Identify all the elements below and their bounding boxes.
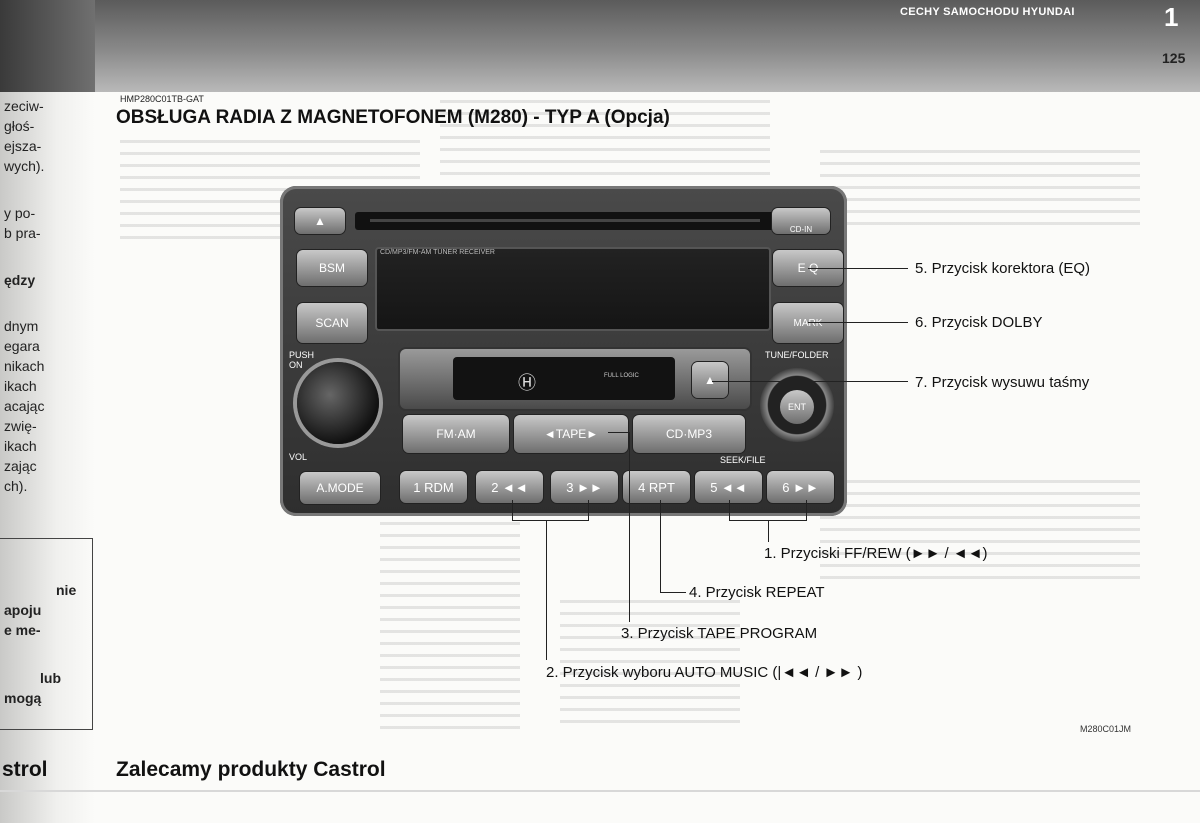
ghost-text-block: [820, 150, 1140, 230]
left-note-box: [0, 538, 93, 730]
hyundai-logo-icon: Ⓗ: [518, 373, 536, 393]
fm-am-button[interactable]: FM·AM: [403, 415, 509, 453]
callout-line-eject: [712, 381, 908, 382]
callout-line-repeat: [660, 500, 661, 592]
display-label: CD/MP3/FM-AM TUNER RECEIVER: [380, 249, 495, 256]
callout-bracket-ffrew: [729, 500, 730, 520]
callout-line-tape: [608, 432, 630, 433]
preset-6-button[interactable]: 6 ►►: [767, 471, 834, 503]
callout-bracket-automusic: [588, 500, 589, 520]
left-text-line: ędzy: [4, 272, 36, 288]
left-text-line: acając: [4, 398, 45, 414]
callout-line-ffrew: [768, 520, 769, 542]
bsm-button[interactable]: BSM: [297, 250, 367, 286]
volume-knob[interactable]: [297, 362, 379, 444]
left-bottom-heading: strol: [2, 758, 48, 781]
left-text-line: y po-: [4, 205, 36, 221]
left-text-line: dnym: [4, 318, 39, 334]
preset-2-button[interactable]: 2 ◄◄: [476, 471, 543, 503]
left-text-line: zwię-: [4, 418, 37, 434]
left-text-line: ch).: [4, 478, 28, 494]
callout-dolby: 6. Przycisk DOLBY: [915, 314, 1043, 331]
ent-button[interactable]: ENT: [780, 390, 814, 424]
left-text-line: ikach: [4, 378, 37, 394]
callout-auto-music: 2. Przycisk wyboru AUTO MUSIC (|◄◄ / ►► …: [546, 664, 863, 681]
left-text-line: zając: [4, 458, 37, 474]
preset-5-button[interactable]: 5 ◄◄: [695, 471, 762, 503]
header-band: [0, 0, 1200, 92]
ghost-text-block: [380, 510, 520, 730]
left-box-line: e me-: [4, 622, 41, 638]
a-mode-button[interactable]: A.MODE: [300, 472, 380, 504]
callout-line-automusic: [546, 520, 547, 660]
mark-button[interactable]: MARK: [773, 303, 843, 343]
tape-button[interactable]: ◄TAPE►: [514, 415, 628, 453]
push-on-label: PUSH ON: [289, 350, 315, 370]
callout-bracket-automusic: [512, 500, 513, 520]
page-title: OBSŁUGA RADIA Z MAGNETOFONEM (M280) - TY…: [116, 107, 670, 128]
callout-line-tape: [629, 432, 630, 622]
callout-tape-eject: 7. Przycisk wysuwu taśmy: [915, 374, 1090, 391]
preset-4-button[interactable]: 4 RPT: [623, 471, 690, 503]
page-number: 125: [1162, 50, 1186, 66]
preset-3-button[interactable]: 3 ►►: [551, 471, 618, 503]
left-page-edge: [0, 0, 95, 823]
preset-1-button[interactable]: 1 RDM: [400, 471, 467, 503]
tape-eject-button[interactable]: ▲: [692, 362, 728, 398]
ghost-text-block: [440, 100, 770, 180]
figure-code: M280C01JM: [1080, 724, 1132, 734]
callout-line-repeat: [660, 592, 686, 593]
left-box-line: apoju: [4, 602, 42, 618]
left-page-header: [0, 0, 95, 92]
doc-code: HMP280C01TB-GAT: [120, 94, 204, 104]
chapter-number: 1: [1164, 2, 1179, 32]
ghost-text-block: [820, 480, 1140, 580]
left-text-line: ejsza-: [4, 138, 42, 154]
castrol-heading: Zalecamy produkty Castrol: [116, 758, 386, 781]
seek-file-label: SEEK/FILE: [720, 455, 766, 465]
callout-tape-program: 3. Przycisk TAPE PROGRAM: [621, 625, 818, 642]
left-text-line: zeciw-: [4, 98, 44, 114]
left-text-line: wych).: [4, 158, 45, 174]
left-box-line: mogą: [4, 690, 42, 706]
section-title: CECHY SAMOCHODU HYUNDAI: [900, 6, 1075, 18]
callout-bracket-automusic: [512, 520, 589, 521]
vol-label: VOL: [289, 452, 308, 462]
cd-slot-groove: [370, 219, 760, 222]
cd-in-indicator: CD-IN: [772, 208, 830, 234]
full-logic-label: FULL LOGIC: [604, 373, 639, 379]
cd-eject-button[interactable]: ▲: [295, 208, 345, 234]
callout-line-dolby: [808, 322, 908, 323]
bottom-divider: [0, 790, 1200, 792]
callout-ff-rew: 1. Przyciski FF/REW (►► / ◄◄): [764, 545, 988, 562]
callout-repeat: 4. Przycisk REPEAT: [689, 584, 825, 601]
left-text-line: nikach: [4, 358, 45, 374]
ghost-text-block: [560, 600, 740, 730]
left-box-line: nie: [56, 582, 77, 598]
left-text-line: ikach: [4, 438, 37, 454]
callout-eq: 5. Przycisk korektora (EQ): [915, 260, 1091, 277]
radio-display: [375, 247, 771, 331]
left-text-line: głoś-: [4, 118, 35, 134]
left-box-line: lub: [40, 670, 61, 686]
scan-button[interactable]: SCAN: [297, 303, 367, 343]
left-text-line: b pra-: [4, 225, 41, 241]
callout-line-eq: [808, 268, 908, 269]
left-text-line: egara: [4, 338, 40, 354]
callout-bracket-ffrew: [806, 500, 807, 520]
tune-folder-label: TUNE/FOLDER: [765, 350, 829, 360]
cd-mp3-button[interactable]: CD·MP3: [633, 415, 745, 453]
tape-window: [453, 357, 675, 400]
